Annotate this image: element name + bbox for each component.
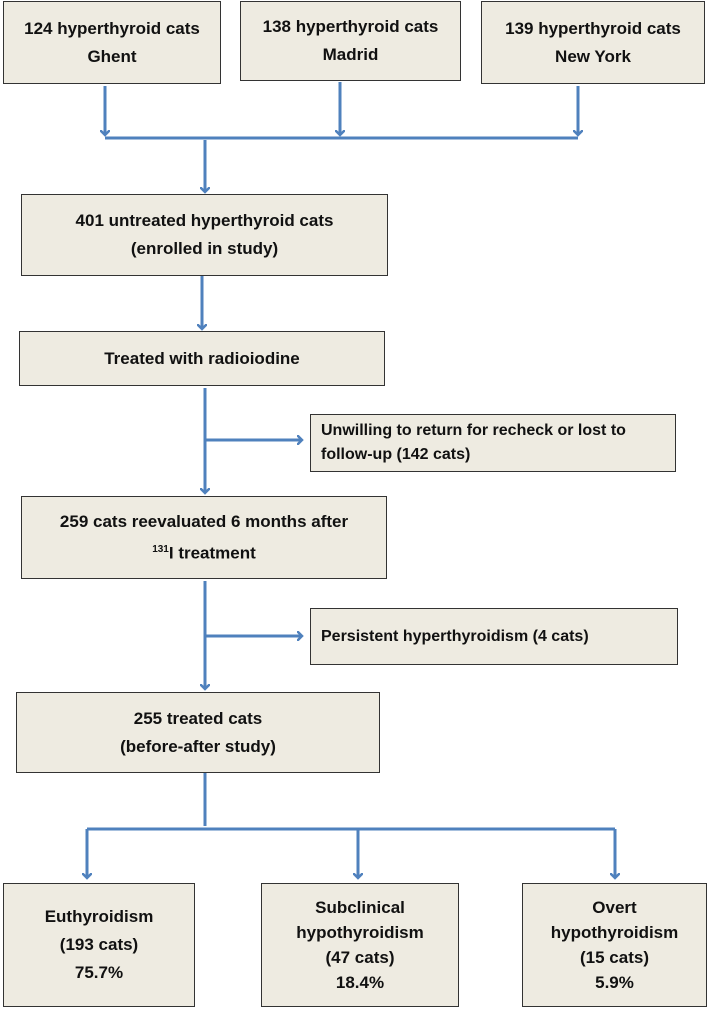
enrolled-box: 401 untreated hyperthyroid cats (enrolle… [21, 194, 388, 276]
enrolled-note: (enrolled in study) [130, 239, 279, 258]
persistent-box: Persistent hyperthyroidism (4 cats) [310, 608, 678, 665]
outcome-overt-box: Overt hypothyroidism (15 cats) 5.9% [522, 883, 707, 1007]
outcome-subclinical-label2: hypothyroidism [296, 923, 424, 942]
outcome-euthyroid-box: Euthyroidism (193 cats) 75.7% [3, 883, 195, 1007]
site-madrid-name: Madrid [322, 45, 379, 64]
site-madrid-count: 138 hyperthyroid cats [262, 17, 439, 36]
outcome-overt-pct: 5.9% [595, 973, 634, 992]
enrolled-count: 401 untreated hyperthyroid cats [75, 211, 334, 230]
outcome-subclinical-count: (47 cats) [325, 948, 395, 967]
outcome-subclinical-label1: Subclinical [315, 898, 405, 917]
outcome-overt-label2: hypothyroidism [550, 923, 679, 942]
final-box: 255 treated cats (before-after study) [16, 692, 380, 773]
outcome-subclinical-box: Subclinical hypothyroidism (47 cats) 18.… [261, 883, 459, 1007]
lost-line1: Unwilling to return for recheck or lost … [321, 422, 626, 439]
final-count: 255 treated cats [133, 708, 263, 728]
site-ghent-name: Ghent [87, 46, 137, 66]
isotope-superscript: 131 [152, 543, 169, 555]
treated-label: Treated with radioiodine [104, 348, 300, 368]
final-note: (before-after study) [120, 736, 276, 756]
persistent-label: Persistent hyperthyroidism (4 cats) [321, 627, 589, 645]
outcome-overt-count: (15 cats) [580, 948, 649, 967]
site-box-newyork: 139 hyperthyroid cats New York [481, 1, 705, 84]
site-box-ghent: 124 hyperthyroid cats Ghent [3, 1, 221, 84]
site-box-madrid: 138 hyperthyroid cats Madrid [240, 1, 461, 81]
reevaluated-line1: 259 cats reevaluated 6 months after [59, 511, 349, 531]
treated-box: Treated with radioiodine [19, 331, 385, 386]
site-newyork-count: 139 hyperthyroid cats [505, 18, 681, 38]
site-ghent-count: 124 hyperthyroid cats [24, 18, 200, 38]
site-newyork-name: New York [555, 46, 631, 66]
reevaluated-box: 259 cats reevaluated 6 months after 131I… [21, 496, 387, 579]
lost-line2: follow-up (142 cats) [321, 446, 471, 463]
outcome-euthyroid-count: (193 cats) [59, 935, 139, 954]
outcome-overt-label1: Overt [592, 898, 637, 917]
reevaluated-line2: 131I treatment [152, 536, 256, 568]
outcome-euthyroid-label: Euthyroidism [44, 907, 154, 926]
lost-box: Unwilling to return for recheck or lost … [310, 414, 676, 472]
outcome-subclinical-pct: 18.4% [335, 973, 385, 992]
reevaluated-line2-rest: I treatment [168, 543, 256, 563]
outcome-euthyroid-pct: 75.7% [74, 963, 124, 982]
